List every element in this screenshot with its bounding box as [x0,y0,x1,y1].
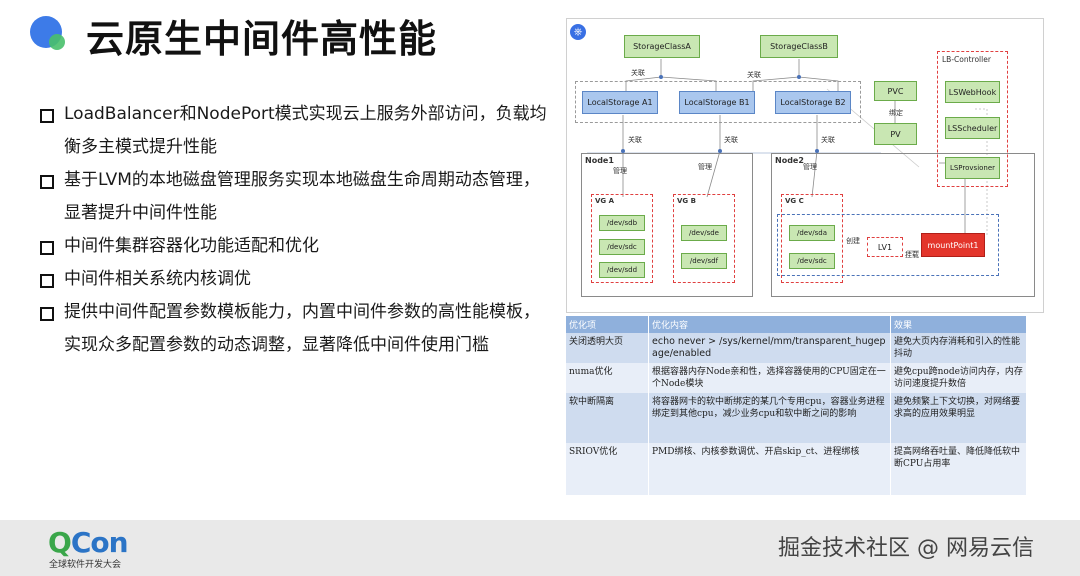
table-cell: 避免大页内存消耗和引入的性能抖动 [890,333,1027,363]
vg-b-frame [673,194,735,283]
bullet-square-icon [40,241,54,255]
table-cell: echo never > /sys/kernel/mm/transparent_… [648,333,891,363]
disk-sdf-box: /dev/sdf [681,253,727,269]
storage-class-b-box: StorageClassB [760,35,838,58]
disk-sdd-box: /dev/sdd [599,262,645,278]
table-header-row: 优化项 优化内容 效果 [566,316,1027,333]
pvc-box: PVC [874,81,917,101]
disk-sdc-box: /dev/sdc [599,239,645,255]
mount-label: 挂载 [905,251,919,259]
slide-title: 云原生中间件高性能 [86,17,438,61]
bullet-item: 中间件相关系统内核调优 [38,263,548,296]
bullet-text: 基于LVM的本地磁盘管理服务实现本地磁盘生命周期动态管理，显著提升中间件性能 [64,170,540,223]
bullet-square-icon [40,175,54,189]
lb-controller-label: LB-Controller [942,55,991,64]
relation-label: 关联 [628,136,642,144]
pv-box: PV [874,123,917,145]
node1-frame [581,153,753,297]
bullet-text: 中间件相关系统内核调优 [64,269,251,289]
table-cell: 避免cpu跨node访问内存，内存访问速度提升数倍 [890,363,1027,393]
qcon-logo-text: Con [70,526,129,559]
table-row: numa优化 根据容器内存Node亲和性，选择容器使用的CPU固定在一个Node… [566,363,1027,393]
lb-controller-frame [937,51,1008,187]
localstorage-group-frame [575,81,861,123]
bullet-item: 提供中间件配置参数模板能力，内置中间件参数的高性能模板，实现众多配置参数的动态调… [38,296,548,362]
manage-label: 管理 [613,167,627,175]
table-header-cell: 优化项 [566,316,649,333]
table-header-cell: 效果 [890,316,1027,333]
lswebhook-box: LSWebHook [945,81,1000,103]
bullet-text: 中间件集群容器化功能适配和优化 [64,236,319,256]
relation-label: 关联 [821,136,835,144]
bullet-text: LoadBalancer和NodePort模式实现云上服务外部访问，负载均衡多主… [64,104,547,157]
optimization-table: 优化项 优化内容 效果 关闭透明大页 echo never > /sys/ker… [566,316,1027,495]
qcon-logo: QCon [48,526,129,559]
bullet-square-icon [40,307,54,321]
table-cell: numa优化 [566,363,649,393]
vg-c-frame [781,194,843,283]
mountpoint-box: mountPoint1 [921,233,985,257]
storage-class-a-box: StorageClassA [624,35,700,58]
vg-a-frame [591,194,653,283]
vg-a-label: VG A [595,197,615,205]
footer-bar [0,520,1080,576]
table-row: 关闭透明大页 echo never > /sys/kernel/mm/trans… [566,333,1027,363]
kubernetes-icon: ⎈ [570,24,586,40]
table-row: SRIOV优化 PMD绑核、内核参数调优、开启skip_ct、进程绑核 提高网络… [566,443,1027,495]
table-cell: 根据容器内存Node亲和性，选择容器使用的CPU固定在一个Node模块 [648,363,891,393]
table-header-cell: 优化内容 [648,316,891,333]
table-cell-text: echo never > /sys/kernel/mm/transparent_… [652,336,886,359]
bind-label: 绑定 [889,109,903,117]
localstorage-a1-box: LocalStorage A1 [582,91,658,114]
vg-b-label: VG B [677,197,696,205]
manage-label: 管理 [803,163,817,171]
lsprovisioner-box: LSProvsioner [945,157,1000,179]
table-row: 软中断隔离 将容器网卡的软中断绑定的某几个专用cpu，容器业务进程绑定到其他cp… [566,393,1027,443]
relation-label: 关联 [631,69,645,77]
localstorage-b1-box: LocalStorage B1 [679,91,755,114]
disk-sdb-box: /dev/sdb [599,215,645,231]
disk-sde-box: /dev/sde [681,225,727,241]
disk-sda-box: /dev/sda [789,225,835,241]
create-label: 创建 [846,237,860,245]
table-cell: 将容器网卡的软中断绑定的某几个专用cpu，容器业务进程绑定到其他cpu，减少业务… [648,393,891,443]
relation-label: 关联 [747,71,761,79]
vg-c-label: VG C [785,197,804,205]
table-cell: 提高网络吞吐量、降低降低软中断CPU占用率 [890,443,1027,495]
lv-group-frame [777,214,999,276]
lv1-label: LV1 [877,242,893,252]
bullet-square-icon [40,109,54,123]
disk-sdc-box: /dev/sdc [789,253,835,269]
bullet-item: LoadBalancer和NodePort模式实现云上服务外部访问，负载均衡多主… [38,98,548,164]
table-cell: SRIOV优化 [566,443,649,495]
table-cell: 关闭透明大页 [566,333,649,363]
watermark-text: 掘金技术社区 @ 网易云信 [778,536,1034,561]
table-cell: 软中断隔离 [566,393,649,443]
bullet-list: LoadBalancer和NodePort模式实现云上服务外部访问，负载均衡多主… [38,98,548,362]
node1-label: Node1 [585,156,614,165]
bullet-square-icon [40,274,54,288]
bullet-text: 提供中间件配置参数模板能力，内置中间件参数的高性能模板，实现众多配置参数的动态调… [64,302,540,355]
bullet-item: 中间件集群容器化功能适配和优化 [38,230,548,263]
architecture-diagram: ⎈ [566,18,1044,313]
table-cell: 避免频繁上下文切换，对网络要求高的应用效果明显 [890,393,1027,443]
qcon-logo-q: Q [48,526,72,559]
table-cell: PMD绑核、内核参数调优、开启skip_ct、进程绑核 [648,443,891,495]
node2-label: Node2 [775,156,804,165]
qcon-subtitle: 全球软件开发大会 [49,560,122,570]
node2-frame [771,153,1035,297]
logo-circle-green [49,34,65,50]
relation-label: 关联 [724,136,738,144]
localstorage-b2-box: LocalStorage B2 [775,91,851,114]
manage-label: 管理 [698,163,712,171]
lv1-frame [867,237,903,257]
bullet-item: 基于LVM的本地磁盘管理服务实现本地磁盘生命周期动态管理，显著提升中间件性能 [38,164,548,230]
lsscheduler-box: LSScheduler [945,117,1000,139]
